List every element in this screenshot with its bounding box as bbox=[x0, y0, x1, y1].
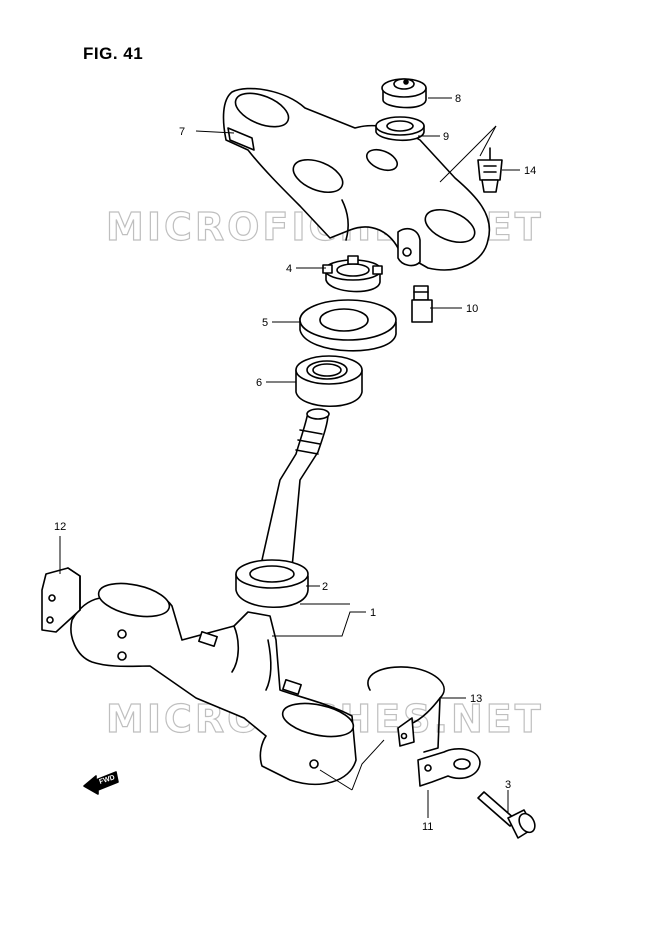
spring-clip bbox=[367, 666, 445, 753]
bolt-10 bbox=[411, 285, 433, 323]
callout-4: 4 bbox=[286, 263, 292, 275]
bolt-3 bbox=[477, 791, 536, 839]
callouts: 7 8 9 14 4 10 5 6 12 2 1 13 3 11 bbox=[54, 93, 536, 833]
callout-6: 6 bbox=[256, 377, 262, 389]
callout-11: 11 bbox=[422, 821, 433, 833]
upper-steering-bracket bbox=[222, 87, 491, 271]
callout-3: 3 bbox=[505, 779, 511, 791]
dust-seal bbox=[299, 299, 397, 352]
callout-10: 10 bbox=[466, 303, 478, 315]
lower-bearing bbox=[235, 559, 309, 608]
callout-13: 13 bbox=[470, 693, 482, 705]
callout-12: 12 bbox=[54, 521, 66, 533]
washer bbox=[375, 116, 425, 142]
hose-clamp bbox=[417, 748, 481, 787]
castle-nut bbox=[322, 255, 383, 293]
fwd-label: FWD bbox=[98, 774, 115, 786]
figure-title: FIG. 41 bbox=[83, 44, 144, 63]
callout-8: 8 bbox=[455, 93, 461, 105]
steering-stem-shaft bbox=[261, 408, 330, 569]
bracket-12 bbox=[41, 567, 81, 633]
lower-bracket bbox=[70, 582, 357, 786]
callout-7: 7 bbox=[179, 126, 185, 138]
callout-1: 1 bbox=[370, 607, 376, 619]
callout-14: 14 bbox=[524, 165, 536, 177]
callout-9: 9 bbox=[443, 131, 449, 143]
bolt-14 bbox=[477, 147, 503, 193]
bearing bbox=[295, 355, 363, 408]
callout-5: 5 bbox=[262, 317, 268, 329]
leader-lines bbox=[59, 97, 520, 818]
callout-2: 2 bbox=[322, 581, 328, 593]
steering-stem-cap bbox=[381, 78, 427, 109]
fwd-arrow-icon bbox=[83, 771, 119, 795]
